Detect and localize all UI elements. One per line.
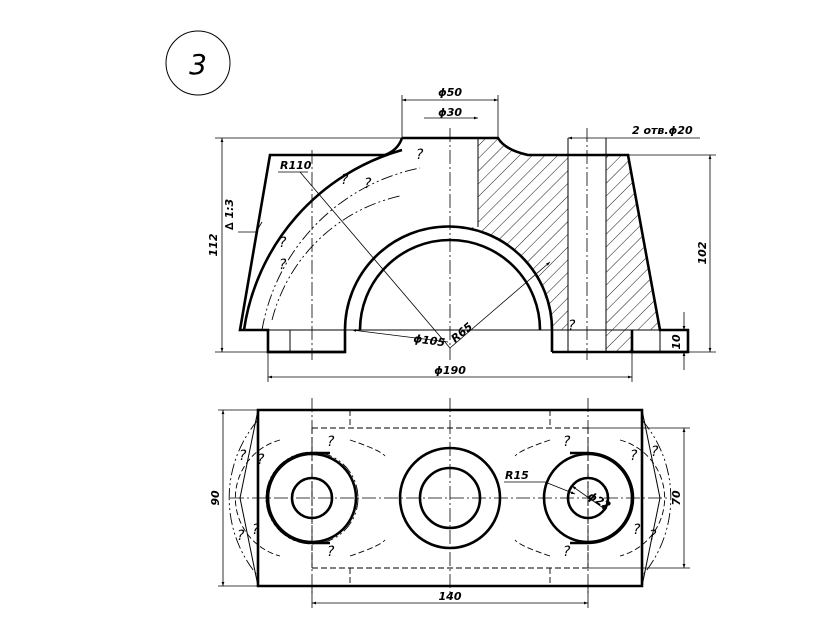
dim-102: 102 bbox=[628, 154, 716, 353]
dim-140-label: 140 bbox=[439, 590, 462, 603]
top-view: 90 70 R15 ϕ22 140 ? ? ? ? ? ? ? bbox=[209, 398, 690, 608]
question-mark: ? bbox=[568, 318, 576, 334]
question-mark: ? bbox=[279, 257, 287, 273]
dia-line-105 bbox=[351, 329, 449, 343]
section-hatch-upper bbox=[450, 138, 660, 352]
problem-number-badge: 3 bbox=[165, 30, 231, 96]
dim-10-label: 10 bbox=[670, 334, 683, 350]
dim-dia-30: ϕ30 bbox=[424, 106, 478, 120]
big-arc-r110 bbox=[242, 148, 403, 331]
dim-dia-22-label: ϕ22 bbox=[586, 489, 614, 512]
question-mark: ? bbox=[633, 522, 641, 538]
question-mark: ? bbox=[237, 528, 245, 544]
dim-r15-label: R15 bbox=[505, 469, 529, 482]
dim-10: 10 bbox=[670, 312, 686, 370]
top-outline-right-taper-b bbox=[641, 497, 661, 587]
dim-112: 112 bbox=[207, 137, 402, 353]
question-mark: ? bbox=[416, 147, 424, 163]
question-mark: ? bbox=[563, 544, 571, 560]
dim-dia-30-label: ϕ30 bbox=[438, 106, 462, 119]
dim-r15: R15 bbox=[504, 469, 576, 495]
dim-70-label: 70 bbox=[670, 490, 683, 506]
dim-taper: ∆ 1:3 bbox=[223, 198, 263, 233]
front-view: ϕ50 ϕ30 2 отв.ϕ20 R110 ∆ 1:3 112 bbox=[207, 86, 716, 382]
dim-r110-label: R110 bbox=[280, 159, 312, 172]
dim-dia-50: ϕ50 bbox=[401, 86, 499, 138]
dim-112-label: 112 bbox=[207, 233, 220, 256]
dim-190: ϕ190 bbox=[267, 352, 633, 382]
phantom-arc-1 bbox=[261, 167, 421, 331]
dim-90-label: 90 bbox=[209, 490, 222, 506]
dim-90: 90 bbox=[209, 409, 258, 587]
question-mark: ? bbox=[327, 544, 335, 560]
dim-105-label: ϕ105 bbox=[413, 332, 447, 349]
question-mark: ? bbox=[279, 235, 287, 251]
radius-line-r65 bbox=[449, 261, 551, 349]
section-hole-white bbox=[568, 155, 606, 352]
question-mark: ? bbox=[257, 452, 265, 468]
top-outline-left-taper-b bbox=[239, 497, 259, 587]
top-outline-right-taper bbox=[641, 409, 661, 499]
question-mark: ? bbox=[630, 448, 638, 464]
dim-102-label: 102 bbox=[696, 241, 709, 264]
top-outline-left-taper bbox=[239, 409, 259, 499]
dim-190-label: ϕ190 bbox=[434, 364, 466, 377]
question-mark: ? bbox=[239, 448, 247, 464]
holes-note-label: 2 отв.ϕ20 bbox=[632, 124, 693, 137]
top-phantom-left bbox=[228, 419, 259, 577]
dim-70: 70 bbox=[588, 427, 690, 569]
question-mark: ? bbox=[364, 176, 372, 192]
problem-number: 3 bbox=[189, 48, 207, 81]
radius-line-r110 bbox=[299, 171, 451, 349]
question-mark: ? bbox=[341, 172, 349, 188]
question-mark: ? bbox=[252, 522, 260, 538]
section-hatch-cover bbox=[450, 138, 478, 227]
top-phantom-right bbox=[641, 419, 672, 577]
question-mark: ? bbox=[327, 434, 335, 450]
dim-dia-50-label: ϕ50 bbox=[438, 86, 462, 99]
dim-holes-note: 2 отв.ϕ20 bbox=[568, 124, 700, 140]
dim-140: 140 bbox=[311, 586, 589, 608]
question-mark: ? bbox=[651, 444, 659, 460]
question-mark: ? bbox=[563, 434, 571, 450]
dim-r110: R110 bbox=[278, 159, 312, 173]
dim-r65-label: R65 bbox=[449, 320, 476, 345]
question-mark: ? bbox=[649, 528, 657, 544]
taper-label: ∆ 1:3 bbox=[223, 198, 236, 230]
